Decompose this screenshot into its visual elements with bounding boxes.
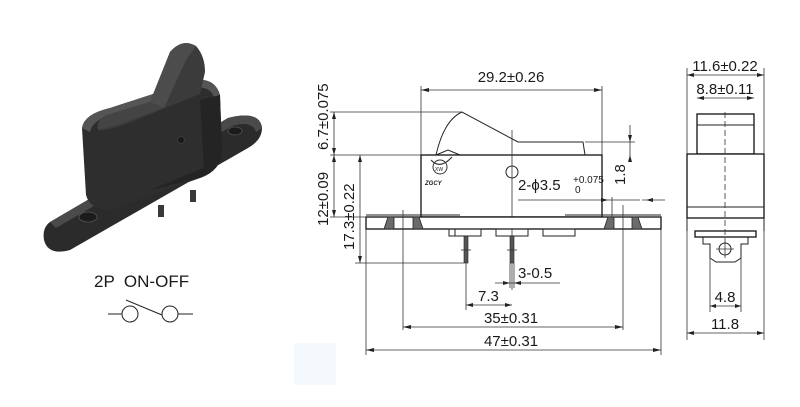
dim-body-height: 12±0.09 (315, 172, 332, 226)
rocker-switch-3d-icon (43, 43, 262, 252)
dim-rocker-width: 8.8±0.11 (696, 81, 753, 98)
dim-terminal-width: 4.8 (715, 289, 736, 306)
dim-terminal-pitch: 7.3 (478, 288, 499, 305)
svg-text:0: 0 (575, 185, 581, 196)
dim-mount-holes: 2-ϕ3.5 (518, 177, 561, 194)
dim-total-height: 17.3±0.22 (341, 183, 358, 250)
dim-rocker-step: 1.8 (612, 164, 629, 185)
dim-terminal-thickness: 3-0.5 (518, 265, 552, 282)
dim-body-width: 11.6±0.22 (692, 58, 758, 75)
dim-hole-spacing: 35±0.31 (484, 310, 538, 327)
dim-top-width: 29.2±0.26 (478, 69, 545, 86)
switch-spst-open-icon (108, 299, 193, 323)
svg-text:+0.075: +0.075 (573, 175, 604, 186)
svg-text:XW: XW (435, 167, 443, 173)
dim-rocker-height: 6.7±0.075 (315, 83, 332, 150)
dim-flange-width: 11.8 (711, 316, 739, 333)
dim-overall-length: 47±0.31 (484, 333, 538, 350)
side-view-drawing: 11.6±0.22 8.8±0.11 4.8 11.8 (686, 58, 765, 340)
svg-text:ZGCY: ZGCY (424, 181, 443, 187)
brand-logo: XW ZGCY (424, 156, 453, 187)
watermark-box (294, 343, 336, 385)
schematic-label: 2P ON-OFF (94, 272, 189, 291)
front-view-drawing: XW ZGCY 29.2±0.26 1.8 2-ϕ3.5 +0.075 0 6.… (315, 69, 665, 355)
